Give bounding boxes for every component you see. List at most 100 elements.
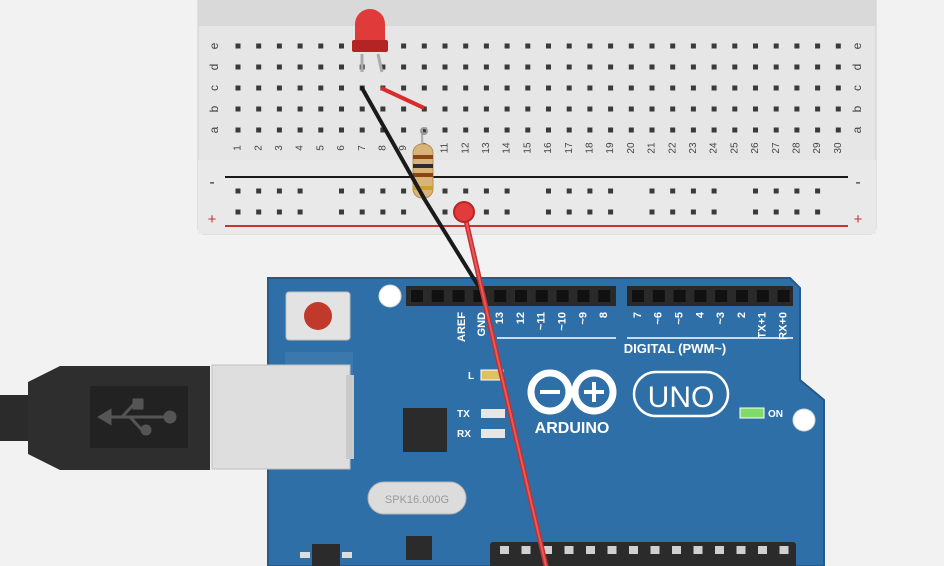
breadboard-hole[interactable]	[235, 106, 241, 112]
breadboard-hole[interactable]	[463, 106, 469, 112]
header-socket[interactable]	[577, 290, 590, 302]
breadboard-hole[interactable]	[421, 85, 427, 91]
breadboard-hole[interactable]	[525, 64, 531, 70]
rail-hole[interactable]	[276, 209, 282, 215]
breadboard-hole[interactable]	[835, 106, 841, 112]
breadboard-hole[interactable]	[380, 106, 386, 112]
breadboard-hole[interactable]	[732, 64, 738, 70]
breadboard-hole[interactable]	[421, 106, 427, 112]
header-socket[interactable]	[673, 290, 686, 302]
breadboard-hole[interactable]	[566, 85, 572, 91]
breadboard-hole[interactable]	[815, 127, 821, 133]
breadboard-hole[interactable]	[649, 85, 655, 91]
breadboard-hole[interactable]	[732, 85, 738, 91]
breadboard-hole[interactable]	[566, 106, 572, 112]
rail-hole[interactable]	[690, 209, 696, 215]
led-component[interactable]	[352, 9, 388, 73]
breadboard-hole[interactable]	[256, 64, 262, 70]
rail-hole[interactable]	[297, 209, 303, 215]
breadboard-hole[interactable]	[835, 64, 841, 70]
breadboard-hole[interactable]	[649, 106, 655, 112]
rail-hole[interactable]	[504, 188, 510, 194]
rail-hole[interactable]	[339, 209, 344, 215]
rail-hole[interactable]	[339, 188, 344, 194]
rail-hole[interactable]	[235, 188, 241, 194]
breadboard-hole[interactable]	[587, 106, 593, 112]
rail-hole[interactable]	[359, 209, 365, 215]
rail-hole[interactable]	[442, 188, 448, 194]
breadboard-hole[interactable]	[525, 43, 531, 49]
breadboard-hole[interactable]	[359, 106, 365, 112]
breadboard-hole[interactable]	[318, 85, 324, 91]
rail-hole[interactable]	[401, 188, 407, 194]
breadboard-hole[interactable]	[690, 43, 696, 49]
rail-hole[interactable]	[359, 188, 365, 194]
breadboard-hole[interactable]	[628, 64, 634, 70]
breadboard-hole[interactable]	[276, 106, 282, 112]
rail-hole[interactable]	[711, 188, 717, 194]
breadboard-hole[interactable]	[711, 64, 717, 70]
breadboard-hole[interactable]	[815, 43, 821, 49]
header-socket[interactable]	[431, 290, 444, 302]
breadboard-jumper[interactable]	[380, 86, 425, 110]
breadboard-hole[interactable]	[504, 85, 510, 91]
breadboard-hole[interactable]	[711, 85, 717, 91]
breadboard-hole[interactable]	[442, 106, 448, 112]
breadboard-hole[interactable]	[401, 85, 407, 91]
rail-hole[interactable]	[608, 188, 614, 194]
breadboard-hole[interactable]	[318, 106, 324, 112]
rail-hole[interactable]	[256, 209, 262, 215]
breadboard-hole[interactable]	[297, 127, 303, 133]
breadboard-hole[interactable]	[794, 64, 800, 70]
breadboard-hole[interactable]	[483, 43, 489, 49]
breadboard-hole[interactable]	[649, 127, 655, 133]
rail-hole[interactable]	[711, 209, 717, 215]
breadboard-hole[interactable]	[753, 85, 758, 91]
breadboard-hole[interactable]	[359, 127, 365, 133]
rail-hole[interactable]	[504, 209, 510, 215]
breadboard-hole[interactable]	[753, 106, 758, 112]
breadboard-hole[interactable]	[732, 106, 738, 112]
breadboard-hole[interactable]	[794, 43, 800, 49]
wire-red-endpoint[interactable]	[453, 201, 475, 223]
breadboard-hole[interactable]	[483, 106, 489, 112]
rail-hole[interactable]	[380, 188, 386, 194]
breadboard-hole[interactable]	[587, 127, 593, 133]
breadboard-hole[interactable]	[401, 43, 407, 49]
rail-hole[interactable]	[463, 188, 469, 194]
breadboard-hole[interactable]	[318, 64, 324, 70]
breadboard-hole[interactable]	[297, 85, 303, 91]
breadboard-hole[interactable]	[773, 43, 779, 49]
breadboard-hole[interactable]	[815, 106, 821, 112]
breadboard-hole[interactable]	[753, 64, 758, 70]
breadboard-hole[interactable]	[546, 43, 551, 49]
rail-hole[interactable]	[815, 188, 821, 194]
header-socket[interactable]	[715, 290, 728, 302]
breadboard-hole[interactable]	[835, 43, 841, 49]
breadboard-hole[interactable]	[815, 64, 821, 70]
breadboard-hole[interactable]	[256, 106, 262, 112]
breadboard-hole[interactable]	[690, 127, 696, 133]
reset-button[interactable]	[304, 302, 332, 330]
breadboard-hole[interactable]	[587, 85, 593, 91]
rail-hole[interactable]	[483, 209, 489, 215]
breadboard-hole[interactable]	[297, 64, 303, 70]
breadboard-hole[interactable]	[587, 64, 593, 70]
rail-hole[interactable]	[608, 209, 614, 215]
breadboard-hole[interactable]	[815, 85, 821, 91]
breadboard-hole[interactable]	[380, 127, 386, 133]
breadboard-hole[interactable]	[276, 43, 282, 49]
breadboard-hole[interactable]	[773, 127, 779, 133]
breadboard-hole[interactable]	[276, 127, 282, 133]
breadboard-hole[interactable]	[732, 43, 738, 49]
breadboard-hole[interactable]	[773, 85, 779, 91]
breadboard-hole[interactable]	[483, 85, 489, 91]
breadboard-hole[interactable]	[463, 127, 469, 133]
breadboard-hole[interactable]	[690, 106, 696, 112]
breadboard-hole[interactable]	[649, 43, 655, 49]
breadboard-hole[interactable]	[608, 43, 614, 49]
breadboard-hole[interactable]	[483, 127, 489, 133]
breadboard-hole[interactable]	[235, 43, 241, 49]
breadboard-hole[interactable]	[753, 127, 758, 133]
